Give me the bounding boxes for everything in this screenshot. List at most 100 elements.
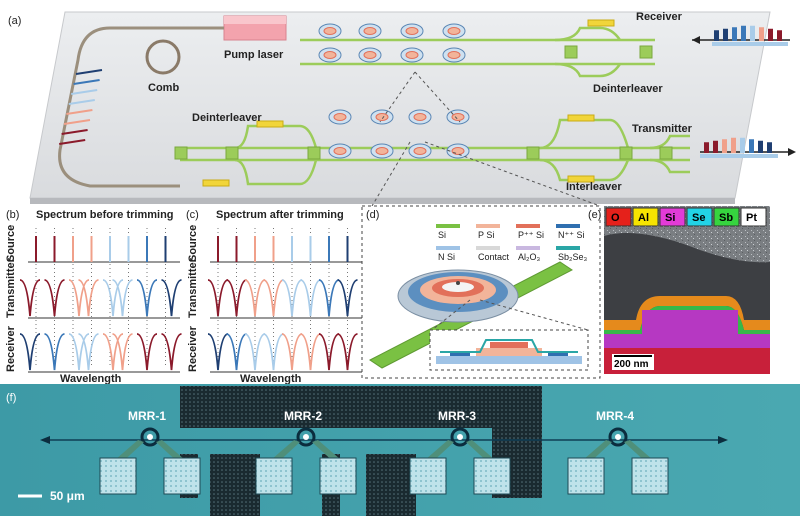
spectrum-bar (777, 30, 782, 41)
resonance-dip (161, 333, 182, 371)
panel-d-label: (d) (366, 209, 379, 221)
microring-core (413, 147, 427, 155)
resonance-dip (112, 279, 133, 317)
element-swatch (713, 207, 740, 227)
element-label: Si (665, 212, 675, 224)
legend-label: N⁺⁺ Si (558, 230, 585, 240)
element-label: Al (638, 212, 649, 224)
resonance-dip (136, 333, 158, 371)
resonance-dip (337, 333, 358, 371)
panel-e-label: (e) (588, 209, 601, 221)
panel-c-row-transmitter: Transmitter (187, 257, 199, 318)
panel-c-row-source: Source (187, 225, 199, 262)
mrr-pad-left (409, 457, 447, 495)
metal-routing (180, 386, 542, 516)
microring-core (333, 147, 347, 155)
spectrum-bar (740, 137, 745, 153)
output-taper (718, 436, 728, 444)
mrr-pad-left (255, 457, 293, 495)
resonance-dip (102, 333, 124, 371)
mrr-center (303, 434, 309, 440)
microring-core (405, 51, 419, 59)
spectrum-bar (758, 140, 763, 153)
spectrum-bar (723, 28, 728, 41)
mrr-center (457, 434, 463, 440)
legend-label: P⁺⁺ Si (518, 230, 544, 240)
cross-section-inset (429, 329, 589, 371)
panel-b: (b) Spectrum before trimming Source Tran… (5, 209, 182, 385)
panel-b-spectra (19, 228, 182, 373)
comb-label: Comb (148, 82, 179, 94)
resonance-dip (44, 333, 65, 371)
mrr-label: MRR-1 (128, 409, 166, 423)
mrr-pad-right (319, 457, 357, 495)
element-label: O (611, 212, 620, 224)
legend-label: Si (438, 230, 446, 240)
mrr-center (147, 434, 153, 440)
resonance-dip (244, 333, 266, 371)
panel-f-label: (f) (6, 392, 16, 404)
resonance-dip (281, 333, 303, 371)
panel-f-scale-label: 50 μm (50, 489, 85, 503)
mrr-center (615, 434, 621, 440)
resonance-dip (68, 333, 90, 371)
resonance-dip (207, 279, 229, 317)
resonance-dip (19, 333, 41, 371)
legend-label: P Si (478, 230, 494, 240)
microring-core (323, 51, 337, 59)
resonance-dip (337, 279, 358, 317)
legend-swatch (556, 246, 580, 250)
panel-b-row-receiver: Receiver (5, 325, 17, 372)
comb-line (68, 99, 95, 105)
legend-label: Contact (478, 252, 510, 262)
resonance-dip (318, 333, 340, 371)
spectrum-bar (713, 140, 718, 153)
panel-a-label: (a) (8, 15, 21, 27)
tem-si-slab (604, 334, 770, 348)
element-label: Pt (746, 212, 757, 224)
element-swatch (605, 207, 632, 227)
mrr-label: MRR-3 (438, 409, 476, 423)
legend-swatch (476, 246, 500, 250)
device-3d (369, 261, 573, 369)
microring-core (413, 113, 427, 121)
legend-swatch (516, 224, 540, 228)
resonance-dip (19, 279, 41, 317)
transmitter-output (700, 137, 796, 158)
spectrum-bar (722, 139, 727, 153)
legend-label: Al₂O₃ (518, 252, 540, 262)
spectrum-bar (714, 30, 719, 41)
panel-c-label: (c) (186, 209, 199, 221)
legend-swatch (476, 224, 500, 228)
spectrum-bar (741, 25, 746, 41)
resonance-dip (226, 279, 247, 317)
panel-c: (c) Spectrum after trimming Source Trans… (186, 209, 362, 385)
microring-core (375, 147, 389, 155)
legend-swatch (436, 246, 460, 250)
chip-edge (30, 198, 735, 204)
legend-swatch (516, 246, 540, 250)
mrr-pad-right (631, 457, 669, 495)
deinterleaver-left-label: Deinterleaver (192, 112, 262, 124)
microring-core (323, 27, 337, 35)
panel-b-xlabel: Wavelength (60, 373, 122, 385)
resonance-dip (263, 279, 284, 317)
mrr-pad-right (473, 457, 511, 495)
element-swatch (659, 207, 686, 227)
spectrum-bar (750, 25, 755, 41)
resonance-dip (44, 279, 65, 317)
transmitter-label: Transmitter (632, 123, 693, 135)
legend-swatch (436, 224, 460, 228)
comb-line (63, 119, 91, 125)
resonance-dip (300, 279, 321, 317)
mrr-pad-left (567, 457, 605, 495)
spectrum-bar (768, 28, 773, 41)
waveguide-loop (58, 26, 224, 188)
panel-b-title: Spectrum before trimming (36, 209, 174, 221)
microring-core (451, 113, 465, 121)
resonance-dip (112, 333, 133, 371)
